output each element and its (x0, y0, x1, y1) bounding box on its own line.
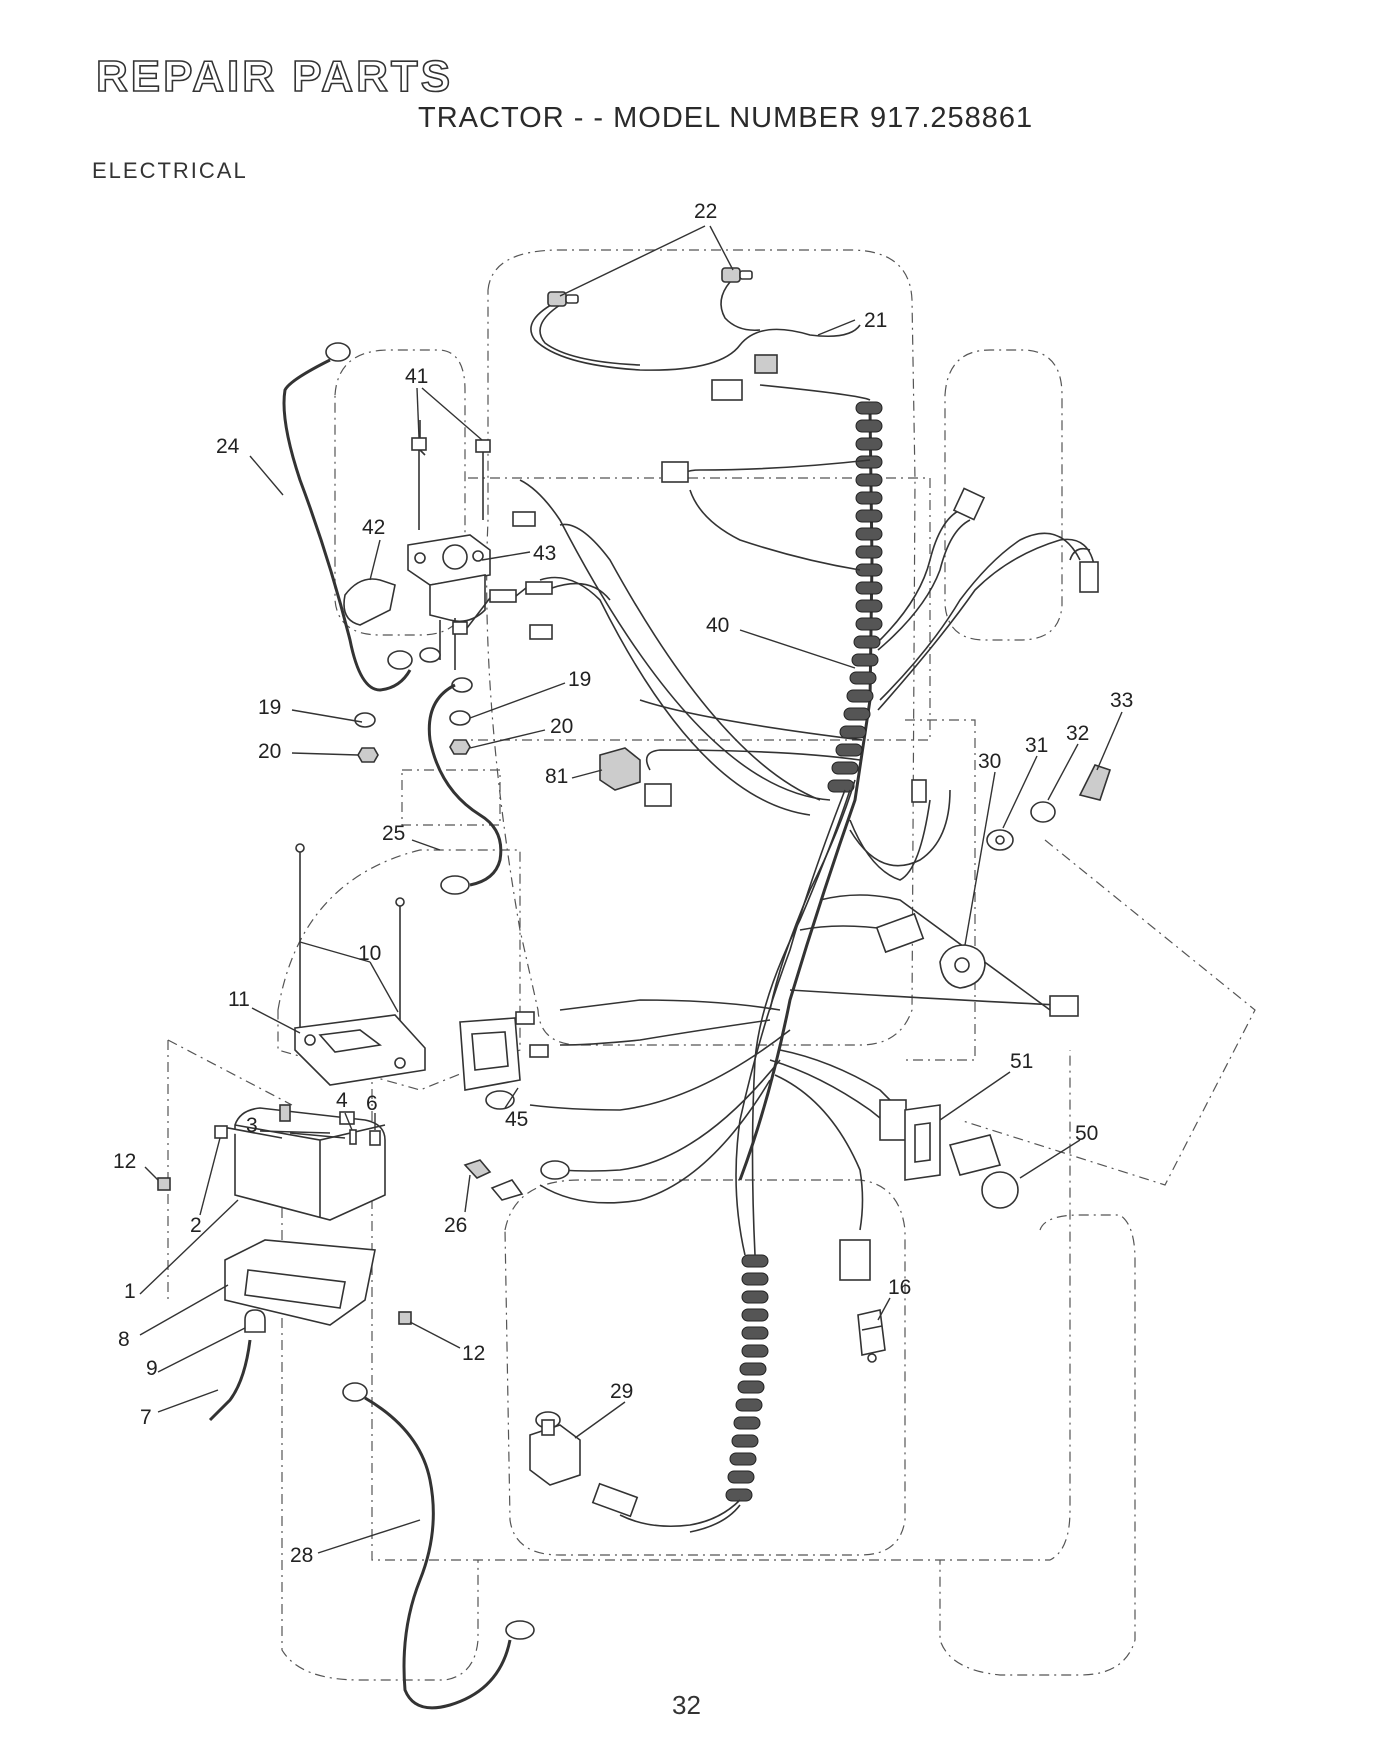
callout-51: 51 (1010, 1050, 1033, 1073)
connector-dash-right (912, 780, 926, 802)
clip-12-left (158, 1178, 170, 1190)
vent-hose-7 (210, 1340, 250, 1420)
callout-29: 29 (610, 1380, 633, 1403)
right-rear-wheel (940, 1215, 1135, 1675)
callout-10: 10 (358, 942, 381, 965)
main-wire-harness (520, 385, 1095, 1532)
callout-20-right: 20 (550, 715, 573, 738)
callout-25: 25 (382, 822, 405, 845)
right-console-outline (905, 720, 975, 1060)
ring-terminal-harness-2 (541, 1161, 569, 1179)
washer-4 (350, 1130, 356, 1144)
page-number: 32 (672, 1690, 701, 1721)
connector-top-left (662, 462, 688, 482)
switch-16 (858, 1310, 885, 1362)
harness-coil-upper (828, 402, 882, 792)
callout-33: 33 (1110, 689, 1133, 712)
nut-left (358, 748, 378, 762)
clip-12-right (399, 1312, 411, 1324)
callout-labels: 22 21 41 24 42 43 40 19 19 20 20 81 33 3… (113, 200, 1133, 1567)
callout-16: 16 (888, 1276, 911, 1299)
switch-knob-50 (982, 1172, 1018, 1208)
callout-81: 81 (545, 765, 568, 788)
callout-22: 22 (694, 200, 717, 223)
nut-32 (1031, 802, 1055, 822)
battery-cable-24 (284, 343, 412, 690)
callout-1: 1 (124, 1280, 136, 1303)
callout-19-left: 19 (258, 696, 281, 719)
headlight-connector (712, 380, 742, 400)
callout-45: 45 (505, 1108, 528, 1131)
headlight-wire (531, 300, 860, 370)
callout-31: 31 (1025, 734, 1048, 757)
callout-4: 4 (336, 1089, 348, 1112)
callout-41: 41 (405, 365, 428, 388)
switch-panel-outline (960, 840, 1255, 1185)
relay-81 (600, 748, 640, 790)
switch-body (950, 1135, 1000, 1175)
battery-hold-down-11 (295, 1015, 425, 1085)
vent-tube-9 (245, 1310, 265, 1332)
callout-7: 7 (140, 1406, 152, 1429)
gauge-45 (460, 1018, 520, 1090)
nut-6 (370, 1131, 380, 1145)
headlight-harness (531, 268, 860, 400)
callout-11: 11 (228, 988, 250, 1011)
key-33 (1080, 765, 1110, 800)
callout-42: 42 (362, 516, 385, 539)
callout-20-left: 20 (258, 740, 281, 763)
callout-8: 8 (118, 1328, 130, 1351)
solenoid-boot-42 (344, 579, 395, 625)
nut-right (450, 740, 470, 754)
callout-40: 40 (706, 614, 729, 637)
callout-50: 50 (1075, 1122, 1098, 1145)
callout-43: 43 (533, 542, 556, 565)
ignition-switch-group (940, 765, 1110, 988)
harness-trunk (740, 410, 872, 1180)
callout-28: 28 (290, 1544, 313, 1567)
callout-3: 3 (246, 1114, 258, 1137)
seat-deck-outline (505, 1180, 905, 1555)
callout-21: 21 (864, 309, 887, 332)
connector-mid (645, 784, 671, 806)
callout-12-left: 12 (113, 1150, 136, 1173)
connector-right-top (954, 488, 984, 519)
connector-switch (880, 1100, 906, 1140)
seat-switch-29 (530, 1412, 580, 1485)
callout-30: 30 (978, 750, 1001, 773)
callout-12-right: 12 (462, 1342, 485, 1365)
connector-far-right (1050, 996, 1078, 1016)
callout-2: 2 (190, 1214, 202, 1237)
callout-19-right: 19 (568, 668, 591, 691)
connector-lower-right (840, 1240, 870, 1280)
connector-right-far (1080, 562, 1098, 592)
callout-26: 26 (444, 1214, 467, 1237)
washer-right (450, 711, 470, 725)
headlight-bulb-right (722, 268, 740, 282)
callout-32: 32 (1066, 722, 1089, 745)
switch-plate-51 (905, 1105, 940, 1180)
connector-seat-switch (593, 1484, 637, 1516)
washer-left (355, 713, 375, 727)
fuse-26 (465, 1160, 522, 1200)
callout-9: 9 (146, 1357, 158, 1380)
callout-24: 24 (216, 435, 240, 458)
solenoid-assembly (344, 420, 610, 762)
callout-6: 6 (366, 1092, 378, 1115)
light-switch-group (905, 1105, 1018, 1208)
connector-center-right (877, 914, 923, 952)
harness-coil-lower (726, 1255, 768, 1501)
tractor-outline (168, 250, 1255, 1680)
